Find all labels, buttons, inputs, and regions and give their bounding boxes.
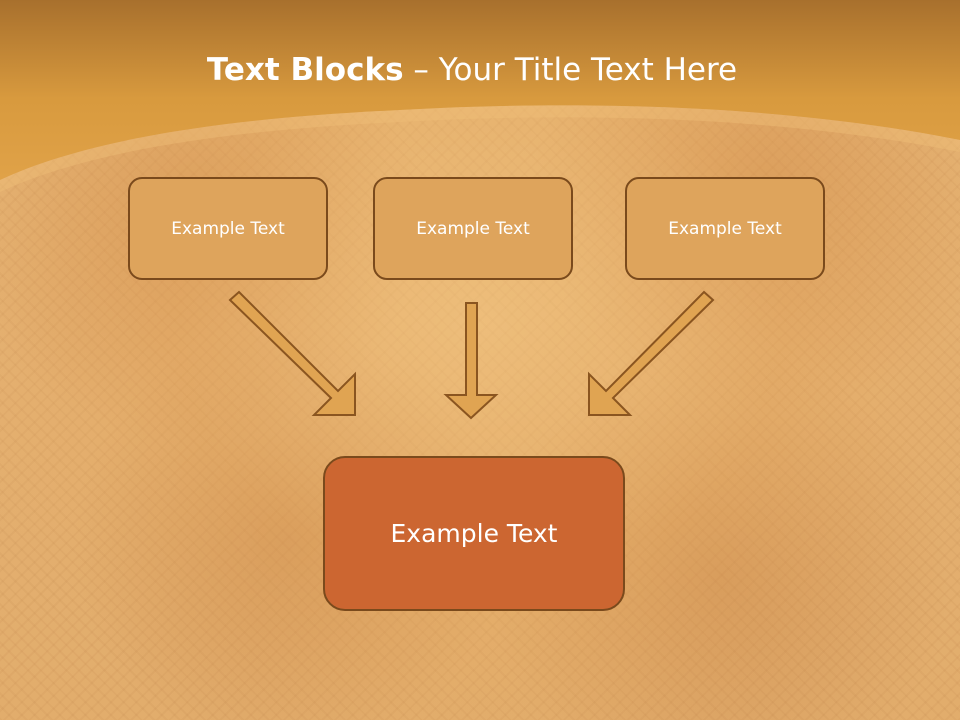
title-bold-text: Text Blocks (206, 52, 404, 88)
title-rest-text: – Your Title Text Here (403, 52, 738, 88)
text-block-1[interactable]: Example Text (128, 177, 328, 280)
text-block-1-label: Example Text (171, 218, 285, 239)
text-block-3[interactable]: Example Text (625, 177, 825, 280)
text-block-3-label: Example Text (668, 218, 782, 239)
slide-title: Text Blocks – Your Title Text Here (0, 52, 944, 88)
main-text-block[interactable]: Example Text (323, 456, 625, 611)
text-block-2-label: Example Text (416, 218, 530, 239)
arrow-right-diagonal (588, 290, 715, 416)
main-text-block-label: Example Text (390, 519, 558, 548)
arrow-center-down (443, 302, 499, 420)
arrow-left-diagonal (228, 290, 356, 416)
header-band (0, 0, 960, 192)
text-block-2[interactable]: Example Text (373, 177, 573, 280)
